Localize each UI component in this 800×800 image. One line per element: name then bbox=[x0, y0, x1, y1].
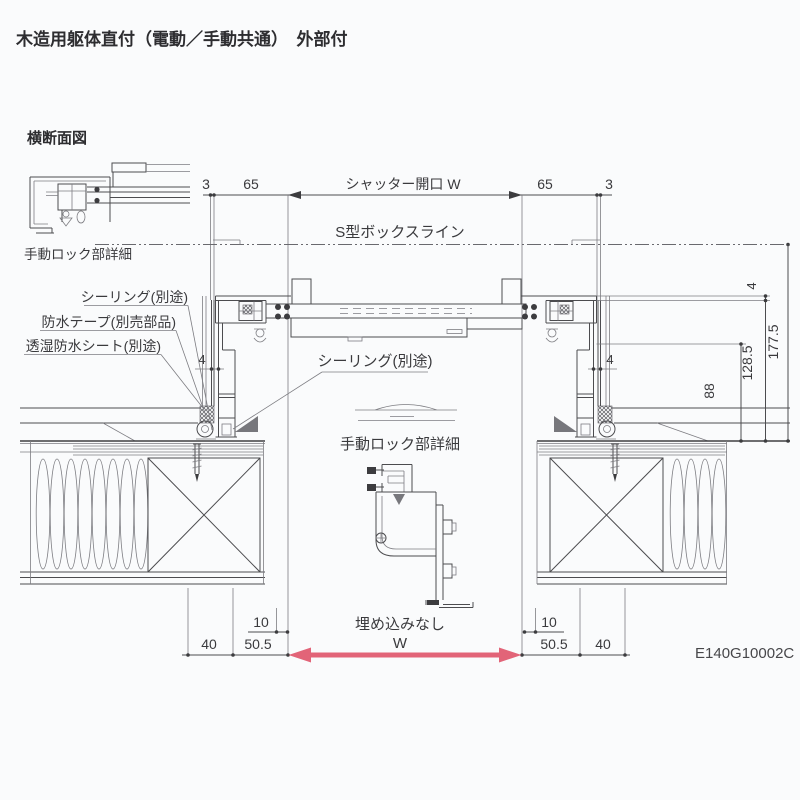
dim-bottom-left-50-5: 50.5 bbox=[244, 636, 271, 652]
dim-right-4: 4 bbox=[744, 282, 759, 289]
dim-top-right-65: 65 bbox=[537, 176, 553, 192]
dim-bottom-right-40: 40 bbox=[595, 636, 611, 652]
center-sealing-label: シーリング(別途) bbox=[232, 353, 433, 430]
right-screw bbox=[610, 443, 620, 482]
right-wall bbox=[536, 407, 790, 585]
dim-bottom-right-50-5: 50.5 bbox=[540, 636, 567, 652]
dim-shutter-opening-w: シャッター開口 W bbox=[345, 176, 461, 192]
right-vertical-dimensions: 4 128.5 177.5 88 bbox=[596, 244, 790, 443]
box-line: S型ボックスライン bbox=[95, 224, 790, 247]
jamb-gap-dimensions: 4 4 bbox=[195, 352, 617, 371]
inset-lock-detail: 手動ロック部詳細 bbox=[24, 162, 190, 262]
label-waterproof-tape: 防水テープ(別売部品) bbox=[42, 314, 176, 330]
left-wall bbox=[20, 407, 265, 585]
dim-right-177-5: 177.5 bbox=[765, 324, 781, 359]
width-arrow bbox=[288, 647, 522, 663]
center-lock-detail: 手動ロック部詳細 埋め込みなし bbox=[340, 404, 474, 633]
dim-top-right-3: 3 bbox=[605, 176, 613, 192]
label-box-line: S型ボックスライン bbox=[335, 224, 465, 241]
dim-bottom-right-10: 10 bbox=[541, 614, 557, 630]
label-no-embedding: 埋め込みなし bbox=[355, 616, 445, 633]
drawing-code: E140G10002C bbox=[695, 645, 794, 662]
dim-jamb-right-4: 4 bbox=[606, 352, 613, 367]
label-sealing-left: シーリング(別途) bbox=[81, 289, 188, 305]
left-labels: シーリング(別途) 防水テープ(別売部品) 透湿防水シート(別途) bbox=[24, 289, 213, 431]
right-frame bbox=[521, 295, 616, 440]
dim-bottom-left-40: 40 bbox=[201, 636, 217, 652]
bottom-dimensions: 40 50.5 10 10 50.5 40 W bbox=[182, 588, 630, 663]
left-frame bbox=[196, 295, 291, 440]
shutter-assembly bbox=[265, 278, 537, 342]
dim-top-left-3: 3 bbox=[202, 176, 210, 192]
label-lock-detail: 手動ロック部詳細 bbox=[340, 436, 460, 453]
dim-jamb-left-4: 4 bbox=[198, 352, 205, 367]
dim-right-128-5: 128.5 bbox=[739, 345, 755, 380]
top-dimensions: 3 65 シャッター開口 W 65 3 bbox=[202, 176, 613, 655]
section-label: 横断面図 bbox=[27, 129, 87, 147]
dim-right-88: 88 bbox=[701, 383, 717, 399]
page-title: 木造用躯体直付（電動／手動共通） 外部付 bbox=[15, 29, 348, 49]
dim-top-left-65: 65 bbox=[243, 176, 259, 192]
inset-caption: 手動ロック部詳細 bbox=[24, 247, 132, 262]
dim-bottom-w: W bbox=[393, 635, 408, 652]
label-sealing-center: シーリング(別途) bbox=[318, 353, 433, 370]
dim-bottom-left-10: 10 bbox=[253, 614, 269, 630]
label-moisture-sheet: 透湿防水シート(別途) bbox=[26, 338, 161, 354]
left-screw bbox=[192, 443, 202, 482]
